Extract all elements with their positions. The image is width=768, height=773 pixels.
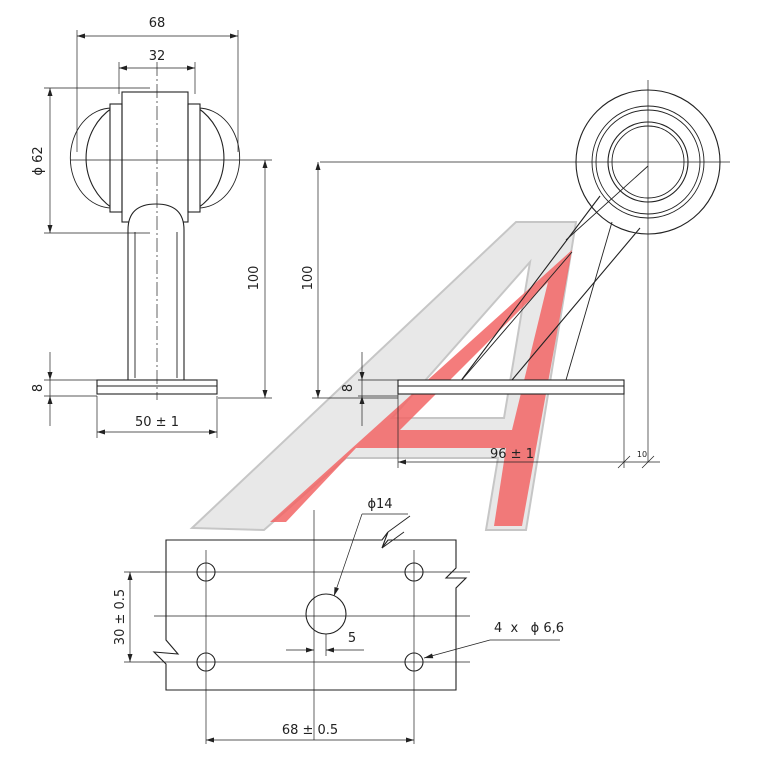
mounting-plate-labels: ϕ14 30 ± 0.5 5 4 x ϕ 6,6 68 ± 0.5 [113,497,564,738]
dim-96-label: 96 ± 1 [490,447,534,462]
dim-8-left-label: 8 [31,384,46,392]
dim-phi62-label: ϕ 62 [31,146,46,175]
front-view [44,30,272,438]
front-view-labels: 68 32 ϕ 62 100 8 50 ± 1 [31,16,262,430]
dim-5-label: 5 [348,631,356,646]
dim-holes-label: 4 x ϕ 6,6 [494,621,564,636]
side-view-labels: 100 8 96 ± 1 10 [301,266,647,462]
dim-68-label: 68 [149,16,166,31]
dim-phi14-label: ϕ14 [367,497,392,512]
dim-50-label: 50 ± 1 [135,415,179,430]
dim-68-bottom-label: 68 ± 0.5 [282,723,338,738]
dim-30-label: 30 ± 0.5 [113,589,128,645]
dim-8-right-label: 8 [341,384,356,392]
dim-100-right-label: 100 [301,266,316,291]
mounting-plate-view [124,510,560,744]
side-view [312,80,730,469]
dim-10-label: 10 [637,450,647,459]
dim-100-left-label: 100 [247,266,262,291]
dim-32-label: 32 [149,49,166,64]
